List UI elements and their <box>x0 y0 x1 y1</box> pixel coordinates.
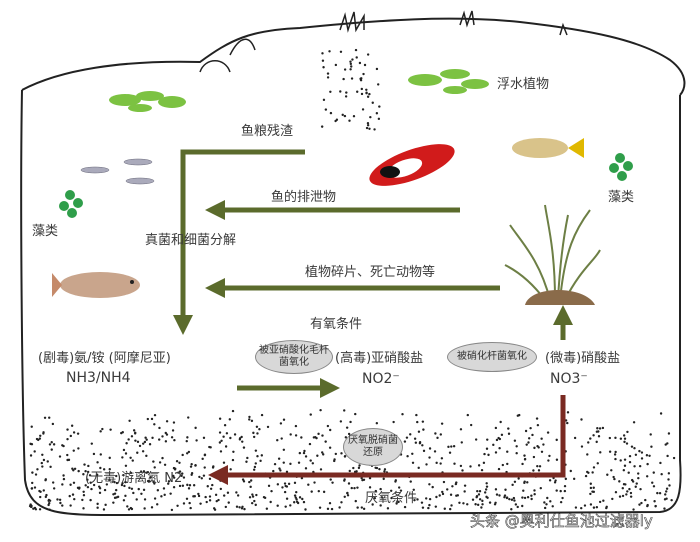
nitrogen-label: (无毒)游离氮 N2 <box>85 471 183 486</box>
koi-fish-icon <box>369 144 455 186</box>
fish-excrement-label: 鱼的排泄物 <box>271 190 337 205</box>
nitrite-label: (高毒)亚硝酸盐 <box>335 351 424 366</box>
carp-fish-icon <box>52 272 140 298</box>
algae-cluster-right-icon <box>609 153 633 181</box>
ammonia-label: (剧毒)氨/铵 (阿摩尼亚) <box>38 351 171 366</box>
ammonia-formula: NH3/NH4 <box>66 370 131 386</box>
denitrification-arrow <box>208 395 566 485</box>
nitrite-formula: NO2⁻ <box>362 371 400 387</box>
nitrate-label: (微毒)硝酸盐 <box>545 351 621 366</box>
nitrosomonas-ellipse: 被亚硝酸化毛杆菌氧化 <box>255 340 333 374</box>
green-arrows <box>173 149 573 398</box>
watermark: 头条 @奥利仕鱼池过滤器ly <box>470 512 653 531</box>
nitrobacter-ellipse: 被硝化杆菌氧化 <box>447 342 537 372</box>
pond-outline <box>20 89 682 517</box>
floating-plants-label: 浮水植物 <box>497 77 550 92</box>
ground-surface <box>21 17 686 96</box>
nitrate-formula: NO3⁻ <box>550 371 588 387</box>
denitrifier-ellipse: 厌氧脱硝菌还原 <box>343 428 403 466</box>
sediment-dots <box>28 48 676 512</box>
algae-right-label: 藻类 <box>608 190 635 205</box>
anaerobic-label: 厌氧条件 <box>365 491 418 506</box>
small-fish-icons <box>80 158 155 185</box>
grass-tufts <box>199 10 568 73</box>
lily-pads <box>109 69 489 112</box>
aquatic-grass-icon <box>504 204 601 305</box>
decomposition-label: 真菌和细菌分解 <box>145 233 237 248</box>
plant-debris-label: 植物碎片、死亡动物等 <box>305 265 436 280</box>
algae-cluster-left-icon <box>59 190 83 218</box>
fish-food-residue-label: 鱼粮残渣 <box>241 124 294 139</box>
aerobic-label: 有氧条件 <box>310 317 363 332</box>
algae-left-label: 藻类 <box>32 224 59 239</box>
yellow-fish-icon <box>512 138 584 158</box>
